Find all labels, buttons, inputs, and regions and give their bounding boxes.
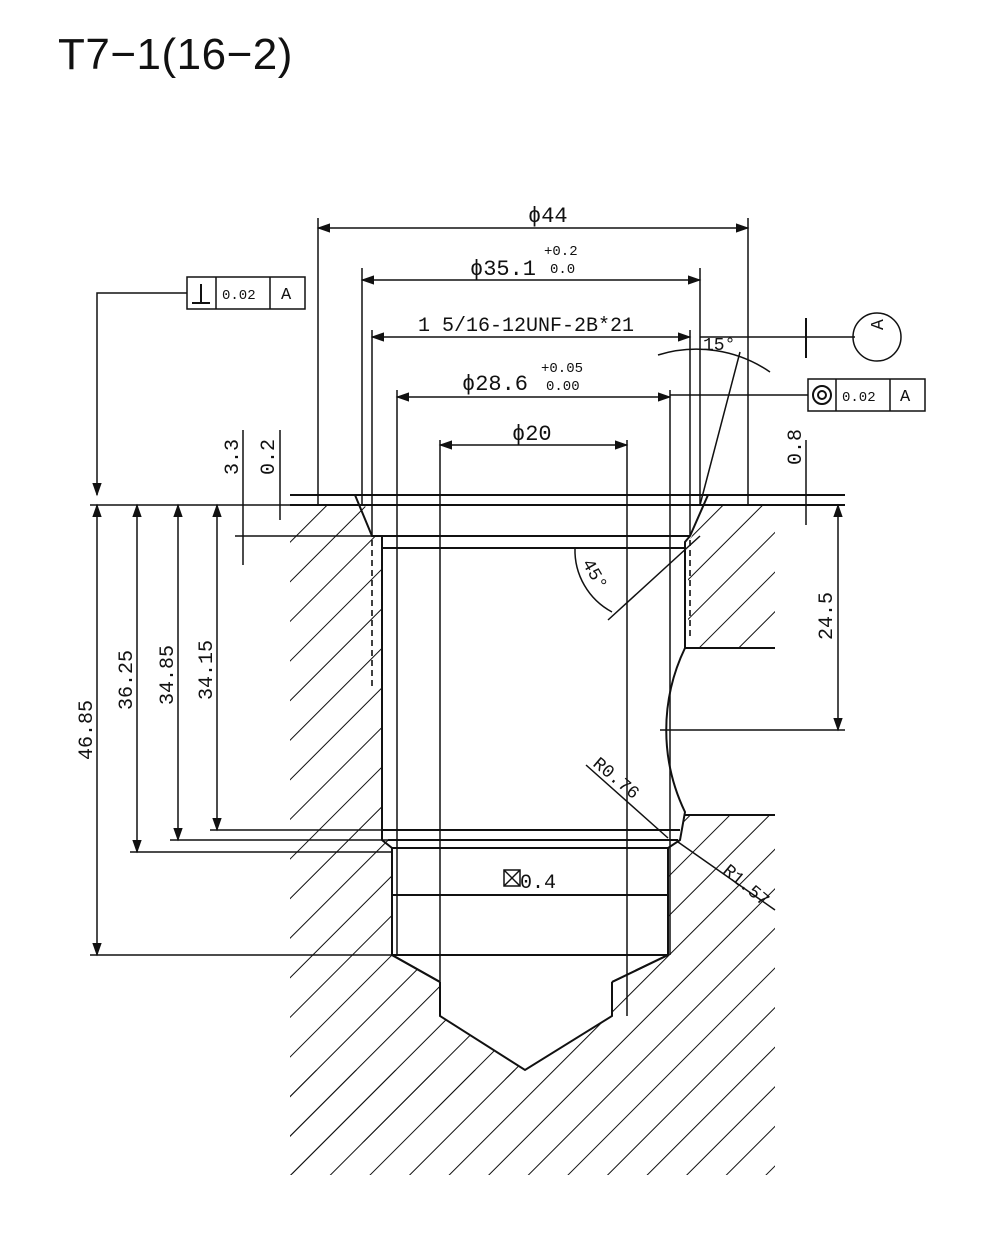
datum-a-symbol: A: [852, 312, 902, 362]
concentricity-datum: A: [900, 388, 911, 407]
dim-0-8: 0.8: [785, 429, 808, 465]
concentricity-frame: 0.02 A: [807, 378, 926, 412]
hatched-material-left-lower: [290, 1070, 525, 1175]
dim-thread: 1 5/16-12UNF-2B*21: [418, 315, 634, 338]
perpendicularity-value: 0.02: [222, 288, 256, 304]
square-symbol: [503, 869, 521, 887]
dimension-lines: [92, 223, 855, 957]
dim-3-3: 3.3: [222, 439, 245, 475]
dim-phi-28-6: ϕ28.6: [462, 372, 528, 397]
dim-36-25: 36.25: [116, 650, 139, 710]
dim-phi-35-1-upper-tol: +0.2: [544, 244, 578, 260]
concentricity-symbol-icon: [812, 385, 832, 405]
dim-34-85: 34.85: [157, 645, 180, 705]
dim-square-0-4: 0.4: [520, 872, 556, 895]
dim-phi-20: ϕ20: [512, 422, 552, 447]
dim-r-0-76: R0.76: [588, 754, 642, 804]
dim-45-deg: 45°: [577, 556, 611, 594]
perpendicularity-frame: 0.02 A: [186, 276, 306, 310]
dim-34-15: 34.15: [196, 640, 219, 700]
body-section: [290, 505, 775, 1175]
dim-phi-44: ϕ44: [528, 204, 568, 229]
perpendicularity-symbol-icon: [192, 284, 210, 304]
dim-phi-35-1: ϕ35.1: [470, 257, 536, 282]
perpendicularity-datum: A: [281, 286, 292, 305]
dim-0-2: 0.2: [258, 439, 281, 475]
hatched-material-left: [290, 505, 525, 1070]
dim-phi-28-6-lower-tol: 0.00: [546, 379, 580, 395]
dim-phi-35-1-lower-tol: 0.0: [550, 262, 575, 278]
dim-24-5: 24.5: [816, 592, 839, 640]
dim-phi-28-6-upper-tol: +0.05: [541, 361, 583, 377]
datum-a-label: A: [869, 319, 889, 330]
hatched-material-right-upper: [688, 505, 775, 648]
page-title: T7−1(16−2): [58, 30, 293, 79]
dim-46-85: 46.85: [76, 700, 99, 760]
dim-15-deg: 15°: [703, 336, 735, 356]
concentricity-value: 0.02: [842, 390, 876, 406]
